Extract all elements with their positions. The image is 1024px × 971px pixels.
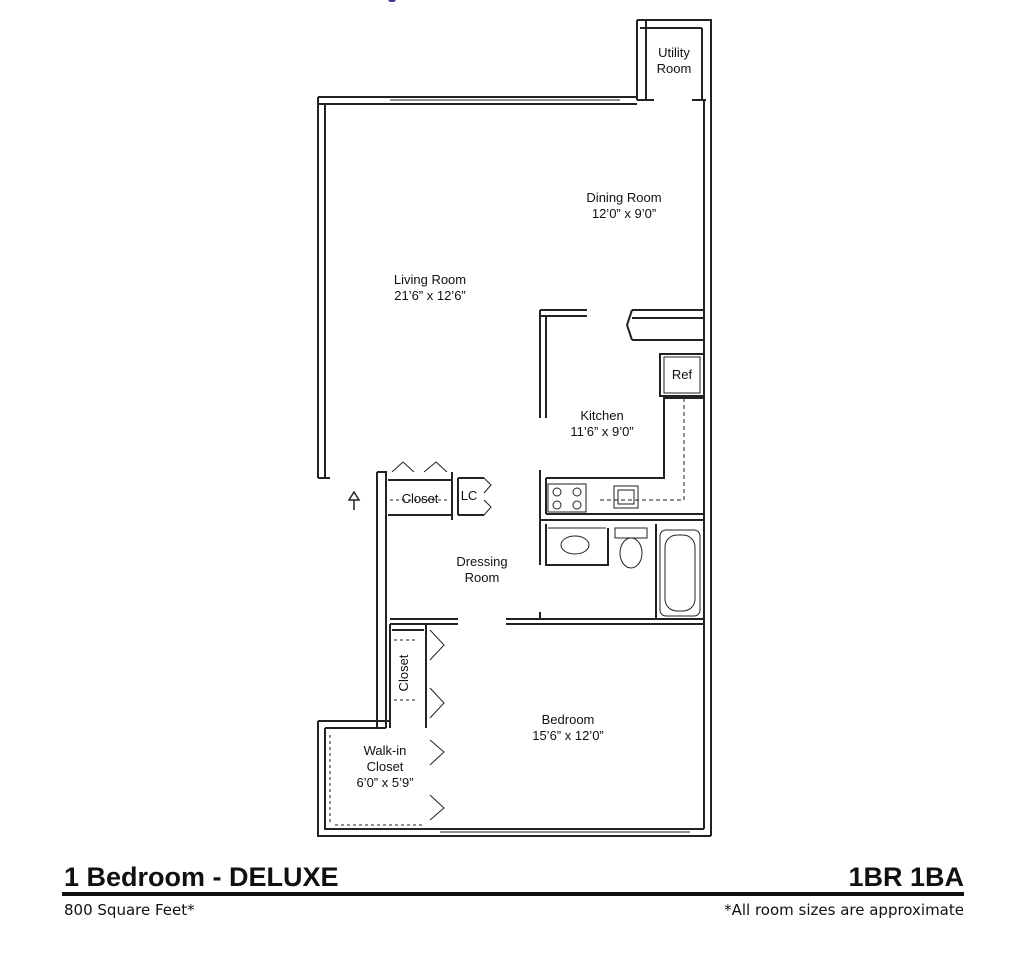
dining-room-size: 12’0” x 9’0” xyxy=(592,206,656,221)
walkin-doors xyxy=(429,739,445,821)
kitchen-counter xyxy=(539,397,704,521)
utility-label-1: Utility xyxy=(658,45,690,60)
plumbing-dash xyxy=(600,398,685,501)
bedroom-closet-label: Closet xyxy=(396,654,411,691)
utility-label-2: Room xyxy=(657,61,692,76)
living-room-label: Living Room xyxy=(394,272,466,287)
kitchen-sink xyxy=(613,485,639,509)
floor-plan: Utility Room Dining Room 12’0” x 9’0” Li… xyxy=(317,19,712,837)
stove xyxy=(547,483,587,513)
bedroom-closet-doors xyxy=(429,629,445,719)
kitchen-label: Kitchen xyxy=(580,408,623,423)
utility-room-walls xyxy=(636,19,712,836)
dining-room-label: Dining Room xyxy=(586,190,661,205)
plan-title: 1 Bedroom - DELUXE xyxy=(64,862,339,892)
ref-label: Ref xyxy=(672,367,693,382)
logo-fragment xyxy=(388,0,396,2)
dressing-room-label-2: Room xyxy=(465,570,500,585)
top-wall xyxy=(317,96,637,479)
walkin-label-1: Walk-in xyxy=(364,743,407,758)
square-footage: 800 Square Feet* xyxy=(64,901,195,919)
walkin-size: 6’0” x 5’9” xyxy=(356,775,413,790)
hall-closet-walls xyxy=(376,471,484,728)
refrigerator xyxy=(659,353,705,397)
living-room-size: 21’6” x 12’6” xyxy=(394,288,466,303)
title-rule xyxy=(62,892,964,896)
bedroom-label: Bedroom xyxy=(542,712,595,727)
linen-closet-label: LC xyxy=(461,488,478,503)
toilet-tank xyxy=(614,527,648,539)
dressing-room-label-1: Dressing xyxy=(456,554,507,569)
unit-code: 1BR 1BA xyxy=(848,862,964,892)
kitchen-size: 11’6” x 9’0” xyxy=(570,424,633,439)
walkin-label-2: Closet xyxy=(367,759,404,774)
bedroom-closet-rails xyxy=(394,639,418,701)
bathtub xyxy=(659,529,701,617)
closet-doors xyxy=(391,461,492,516)
walkin-shelving xyxy=(329,735,425,826)
walkin-walls xyxy=(317,720,711,837)
bath-walls xyxy=(539,520,705,620)
dressing-bottom-wall xyxy=(390,612,704,625)
bedroom-closet-walls xyxy=(389,624,427,728)
hall-closet-label: Closet xyxy=(402,491,439,506)
disclaimer: *All room sizes are approximate xyxy=(724,901,964,919)
kitchen-left-wall xyxy=(539,309,587,418)
entry-arrow xyxy=(347,490,361,510)
kitchen-right-counter xyxy=(625,309,704,341)
bedroom-size: 15’6” x 12’0” xyxy=(532,728,604,743)
